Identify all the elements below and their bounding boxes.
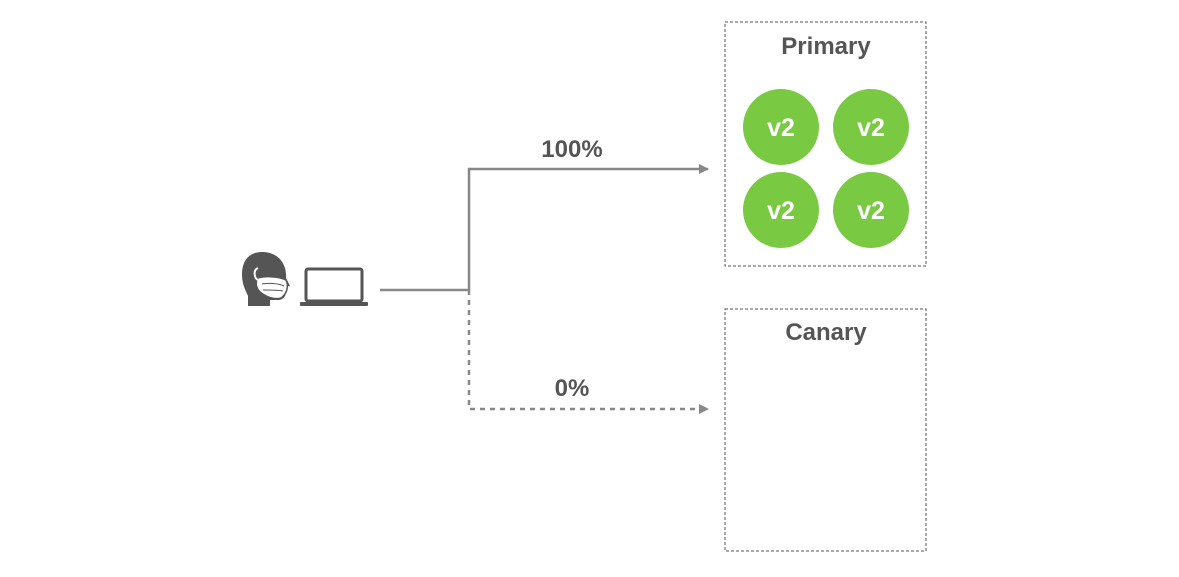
- primary-title: Primary: [781, 33, 871, 60]
- primary-route-arrow: [467, 164, 709, 290]
- pod-version-label: v2: [767, 114, 795, 142]
- primary-weight-label: 100%: [541, 136, 602, 163]
- masked-person-icon: [242, 252, 290, 306]
- pod: v2: [833, 89, 909, 165]
- canary-title: Canary: [785, 319, 867, 346]
- pod: v2: [743, 89, 819, 165]
- pod-version-label: v2: [857, 114, 885, 142]
- canary-box: [724, 308, 927, 552]
- pod: v2: [743, 172, 819, 248]
- canary-group: Canary: [724, 308, 927, 552]
- pod-version-label: v2: [767, 197, 795, 225]
- primary-group: Primary v2 v2 v2 v2: [724, 21, 927, 267]
- pod: v2: [833, 172, 909, 248]
- laptop-icon: [300, 267, 368, 306]
- canary-weight-label: 0%: [555, 375, 590, 402]
- primary-box: [724, 21, 927, 267]
- pod-version-label: v2: [857, 197, 885, 225]
- route-connectors: [380, 164, 709, 414]
